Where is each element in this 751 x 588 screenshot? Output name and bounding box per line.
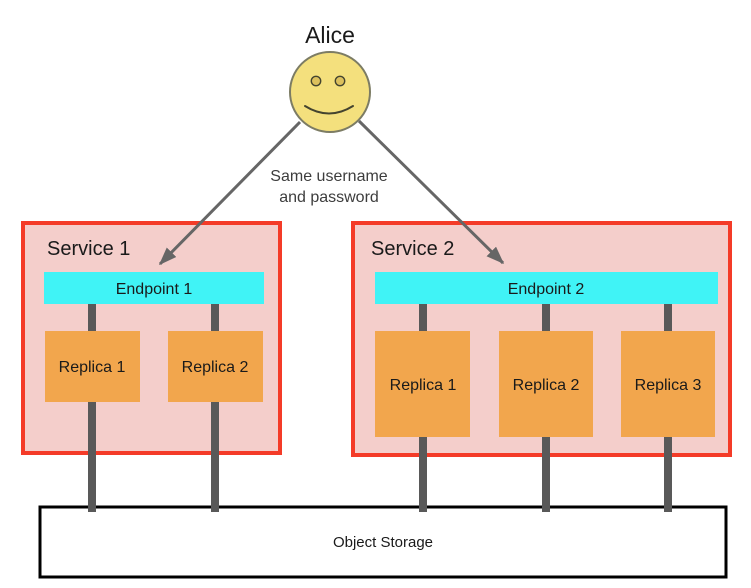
smiley-face-icon [289, 51, 371, 133]
annotation-line-1: Same username [270, 168, 387, 185]
service-2-replica-2-box [499, 331, 593, 437]
arrow-alice-to-endpoint-1 [158, 120, 302, 266]
service-2-replica-1-box [375, 331, 470, 437]
endpoint-1-label: Endpoint 1 [116, 281, 193, 298]
endpoint-2-label: Endpoint 2 [508, 281, 585, 298]
service-1-replica-2-label: Replica 2 [182, 359, 249, 376]
object-storage-label: Object Storage [333, 534, 433, 551]
endpoint-1-box [44, 272, 264, 304]
service-1-replica-1-label: Replica 1 [59, 359, 126, 376]
left-eye [310, 75, 322, 87]
service-2-replica-3-box [621, 331, 715, 437]
service-2-replica-2-label: Replica 2 [513, 377, 580, 394]
right-eye [334, 75, 346, 87]
smile-mouth [304, 105, 354, 115]
arrow-alice-to-endpoint-2 [357, 119, 505, 265]
service-1-label: Service 1 [47, 238, 130, 260]
face-circle [289, 51, 371, 133]
service-2-replica-1-label: Replica 1 [390, 377, 457, 394]
connector-lines [88, 304, 672, 512]
annotation-line-2: and password [279, 189, 379, 206]
actor-title: Alice [305, 22, 355, 48]
service-1-replica-1-box [45, 331, 140, 402]
service-2-label: Service 2 [371, 238, 454, 260]
service-2-replica-3-label: Replica 3 [635, 377, 702, 394]
endpoint-2-box [375, 272, 718, 304]
actor-arrows [158, 119, 505, 266]
object-storage-box [38, 505, 728, 579]
service-1-replica-2-box [168, 331, 263, 402]
